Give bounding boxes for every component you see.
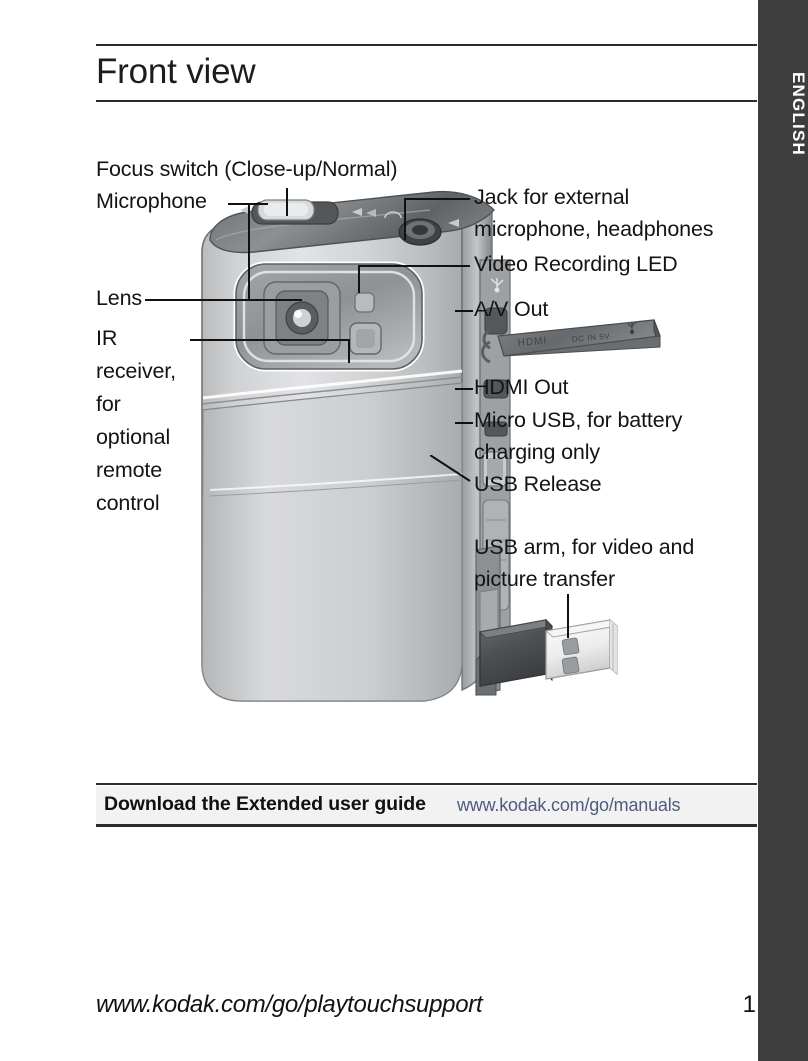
callout-lens: Lens [96,286,143,310]
callout-video-recording-led: Video Recording LED [474,252,678,276]
footer-band-shade [96,786,554,824]
leader-micro-usb [455,422,473,424]
usb-arm-art [475,545,619,696]
language-tab[interactable]: ENGLISH [758,0,808,1061]
manuals-url[interactable]: www.kodak.com/go/manuals [457,795,681,815]
leader-jack-h [404,198,470,200]
port-cover-flap-art: HDMI DC IN 5V [481,319,661,364]
footer-band [96,786,757,824]
page-title: Front view [96,52,256,91]
header-rule-bottom [96,100,757,102]
callout-jack-external: Jack for external microphone, headphones [474,185,714,241]
leader-av-out [455,310,473,312]
callout-micro-usb: Micro USB, for battery charging only [474,408,683,464]
footer-band-rule-top [96,783,757,785]
callout-hdmi-out: HDMI Out [474,375,569,399]
leader-jack-v [404,198,406,240]
callout-usb-release: USB Release [474,472,602,496]
svg-text:HDMI: HDMI [517,335,547,349]
support-url[interactable]: www.kodak.com/go/playtouchsupport [96,991,483,1018]
header-rule-top [96,44,757,46]
leader-lens [145,299,302,301]
language-tab-label: ENGLISH [789,72,808,156]
download-guide-prompt: Download the Extended user guide [104,793,426,815]
page-number: 1 [742,991,756,1018]
leader-hdmi-out [455,388,473,390]
leader-focus-switch [286,188,288,216]
callout-usb-arm: USB arm, for video and picture transfer [474,535,695,591]
leader-microphone-v [248,203,250,301]
svg-text:DC IN 5V: DC IN 5V [571,332,610,344]
external-jack-art [398,218,442,246]
lens-plate-art [233,261,425,372]
callout-ir-receiver: IR receiver, for optional remote control [96,326,176,515]
leader-video-led-v [358,265,360,293]
leader-ir-receiver-h [190,339,350,341]
camera-illustration: HDMI DC IN 5V [180,190,700,720]
callout-focus-switch: Focus switch (Close-up/Normal) [96,157,398,181]
callout-microphone: Microphone [96,189,207,213]
callout-av-out: A/V Out [474,297,549,321]
leader-ir-receiver-v [348,339,350,363]
footer-band-rule-bottom [96,824,757,827]
video-recording-led-art [354,292,375,313]
leader-usb-arm [567,594,569,638]
leader-video-led-h [358,265,470,267]
leader-usb-release [430,455,471,482]
